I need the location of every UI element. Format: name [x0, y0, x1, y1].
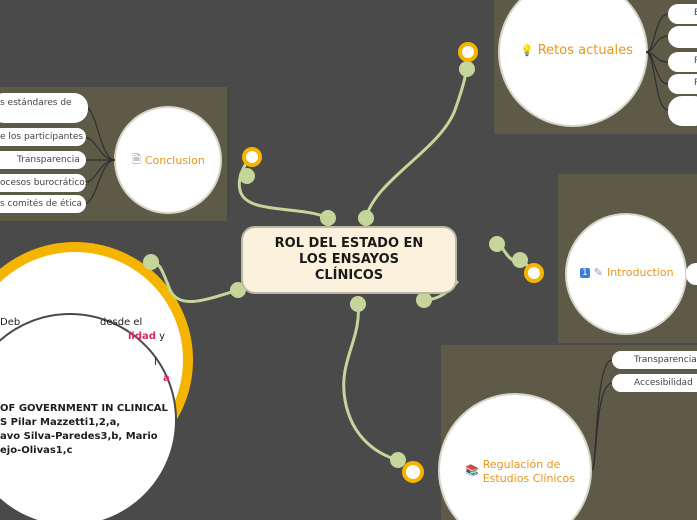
- connector-dot: [358, 210, 374, 226]
- introduction-collapse-toggle[interactable]: [524, 263, 544, 283]
- conclusion-sub-connector: [84, 159, 116, 205]
- lightbulb-icon: 💡: [520, 44, 534, 57]
- regulacion-topic-label[interactable]: 📚 Regulación de Estudios Clínicos: [465, 458, 575, 486]
- reference-circle: [0, 313, 177, 520]
- conclusion-item-pill[interactable]: [0, 128, 86, 146]
- conclusion-item: s comités de ética: [0, 199, 83, 209]
- connector-dot: [239, 168, 255, 184]
- retos-sub-connector: [645, 35, 669, 53]
- books-icon: 📚: [465, 464, 479, 477]
- retos-item: P: [694, 78, 697, 88]
- conclusion-item-pill[interactable]: [0, 151, 86, 169]
- document-icon: 🗎: [132, 153, 141, 166]
- regulacion-item-pill[interactable]: [612, 351, 697, 369]
- retos-sub-connector: [645, 51, 669, 111]
- connector-dot: [350, 296, 366, 312]
- retos-item: E: [694, 8, 697, 18]
- retos-item-pill[interactable]: [668, 96, 697, 126]
- connector-dot: [143, 254, 159, 270]
- branch-regulacion: [342, 300, 400, 462]
- central-topic-title: ROL DEL ESTADO EN LOS ENSAYOS CLÍNICOS: [274, 236, 424, 283]
- left-topic-line: desde el: [100, 317, 143, 328]
- retos-topic-label[interactable]: 💡 Retos actuales: [520, 43, 633, 58]
- conclusion-item-pill[interactable]: [0, 174, 86, 192]
- conclusion-item: s estándares de: [0, 98, 72, 108]
- number-one-icon: 1: [580, 267, 590, 278]
- retos-item-pill[interactable]: [668, 52, 697, 72]
- conclusion-item: ocesos burocráticos: [0, 178, 90, 188]
- retos-item: P: [694, 56, 697, 66]
- regulacion-label-line2: Estudios Clínicos: [482, 472, 575, 485]
- reference-line: avo Silva-Paredes3,b, Mario: [0, 431, 158, 442]
- branch-conclusion: [237, 155, 330, 220]
- retos-item-pill[interactable]: [668, 74, 697, 94]
- introduction-item-pill[interactable]: [686, 263, 697, 285]
- connector-dot: [512, 252, 528, 268]
- regulacion-item: Accesibilidad: [634, 378, 693, 388]
- retos-sub-connector: [645, 13, 669, 53]
- introduction-topic-label[interactable]: 1 ✎ Introduction: [580, 266, 674, 279]
- retos-item-pill[interactable]: [668, 26, 697, 48]
- connector-dot: [390, 452, 406, 468]
- left-topic-line: Deb: [0, 317, 21, 328]
- retos-item-pill[interactable]: [668, 4, 697, 24]
- reference-line: ejo-Olivas1,c: [0, 445, 73, 456]
- conclusion-item: e los participantes: [0, 132, 84, 142]
- branch-retos: [364, 50, 470, 220]
- reference-line: OF GOVERNMENT IN CLINICAL: [0, 403, 168, 414]
- connector-dot: [489, 236, 505, 252]
- regulacion-topic-circle[interactable]: [438, 393, 592, 520]
- regulacion-sub-connector: [591, 382, 613, 471]
- regulacion-item-pill[interactable]: [612, 374, 697, 392]
- regulacion-collapse-toggle[interactable]: [402, 461, 424, 483]
- left-topic-line: l: [154, 357, 157, 368]
- conclusion-item-pill[interactable]: [0, 195, 86, 213]
- reference-line: S Pilar Mazzetti1,2,a,: [0, 417, 121, 428]
- conclusion-sub-connector: [84, 105, 116, 161]
- left-topic-line: a: [163, 373, 170, 384]
- regulacion-label-line1: Regulación de: [482, 458, 561, 471]
- conclusion-item-pill[interactable]: [0, 93, 88, 123]
- retos-collapse-toggle[interactable]: [458, 42, 478, 62]
- connector-dot: [459, 61, 475, 77]
- regulacion-item: Transparencia: [634, 355, 697, 365]
- connector-dot: [416, 292, 432, 308]
- left-topic-line: lidad y: [128, 331, 166, 342]
- memo-icon: ✎: [593, 266, 603, 279]
- connector-dot: [320, 210, 336, 226]
- conclusion-collapse-toggle[interactable]: [242, 147, 262, 167]
- conclusion-item: Transparencia: [17, 155, 80, 165]
- conclusion-topic-label[interactable]: 🗎 Conclusion: [132, 151, 205, 170]
- central-topic[interactable]: ROL DEL ESTADO EN LOS ENSAYOS CLÍNICOS: [241, 226, 457, 294]
